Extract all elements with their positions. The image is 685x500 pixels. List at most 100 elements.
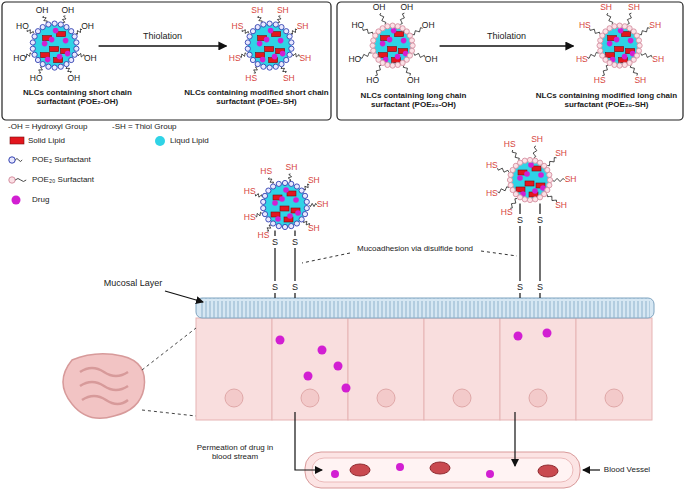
surfactant-head: [261, 206, 266, 211]
surfactant-head: [255, 62, 260, 67]
thiol-label: HS: [501, 208, 513, 218]
drug: [57, 54, 63, 60]
surfactant-head: [267, 21, 272, 26]
surfactant-tail: [498, 187, 509, 193]
surfactant-head: [271, 221, 276, 226]
drug: [293, 197, 299, 203]
surfactant-tail: [553, 178, 565, 181]
surfactant-head: [261, 22, 266, 27]
disulfide-bond: [274, 293, 275, 298]
solid-lipid: [532, 166, 541, 171]
liquid-lipid-core: [600, 26, 640, 66]
particle-caption: NLCs containing modified short chain sur…: [184, 88, 329, 107]
solid-lipid: [379, 53, 388, 58]
surfactant-head: [533, 197, 538, 202]
surfactant-head: [390, 63, 395, 68]
surfactant-head: [410, 43, 415, 48]
surfactant-head: [289, 47, 294, 52]
legend-text: POE₂ Surfactant: [32, 155, 91, 164]
surfactant-head: [262, 193, 267, 198]
drug: [275, 216, 281, 222]
surfactant-head: [59, 64, 64, 69]
surfactant-tail: [255, 212, 262, 217]
surfactant-head: [59, 22, 64, 27]
particle-caption: NLCs containing modified long chain surf…: [534, 91, 679, 110]
surfactant-tail: [240, 53, 247, 58]
drug: [287, 213, 293, 219]
disulfide-bond: [519, 204, 520, 214]
thiol-label: SH: [308, 176, 320, 186]
liquid-lipid-core: [263, 183, 307, 227]
panel-frame: [2, 2, 683, 120]
surfactant-tail: [243, 30, 249, 34]
drug: [628, 38, 634, 44]
solid-lipid: [287, 191, 296, 196]
surfactant-tail: [363, 29, 373, 35]
thiol-label: HS: [576, 55, 588, 65]
surfactant-head: [294, 184, 299, 189]
surfactant-tail: [255, 194, 262, 198]
surfactant-head: [279, 62, 284, 67]
solid-lipid: [50, 47, 59, 52]
thiol-label: SH: [299, 54, 311, 64]
surfactant-head: [294, 221, 299, 226]
surfactant-head: [612, 24, 617, 29]
solid-lipid: [272, 32, 281, 37]
solid-lipid: [622, 32, 631, 37]
legend-swatch: [12, 196, 21, 205]
drug: [622, 54, 628, 60]
disulfide-bond: [539, 293, 540, 298]
drug: [528, 162, 534, 168]
surfactant-tail: [628, 14, 632, 25]
surfactant-head: [617, 23, 622, 28]
particle-drawing: [11, 2, 98, 89]
surfactant-tail: [603, 66, 609, 76]
solid-lipid: [615, 47, 624, 52]
drug: [268, 28, 274, 34]
thiol-label: SH: [634, 76, 646, 86]
surfactant-head: [274, 22, 279, 27]
surfactant-tail: [66, 67, 71, 73]
surfactant-tail: [278, 16, 282, 23]
drug-dots: [276, 329, 552, 393]
surfactant-head: [72, 53, 77, 58]
surfactant-head: [266, 188, 271, 193]
surfactant-head: [637, 38, 642, 43]
particle-drawing: [346, 0, 439, 93]
surfactant-head: [247, 34, 252, 39]
surfactant-head: [40, 25, 45, 30]
legend-swatch: [9, 157, 15, 163]
thiol-label: SH: [283, 74, 295, 84]
surfactant-tail: [291, 29, 297, 34]
surfactant-head: [623, 63, 628, 68]
edge-label: Thiolation: [487, 31, 526, 41]
thiol-label: SH: [600, 3, 612, 13]
surfactant-tail: [63, 16, 67, 23]
surfactant-tail: [547, 195, 556, 203]
disulfide-bond: [294, 293, 295, 298]
hydroxyl-label: OH: [67, 74, 80, 84]
drug: [278, 38, 284, 44]
surfactant-head: [371, 49, 376, 54]
surfactant-head: [637, 43, 642, 48]
solid-lipid: [516, 187, 525, 192]
surfactant-head: [396, 63, 401, 68]
surfactant-head: [32, 34, 37, 39]
hydroxyl-label: OH: [373, 3, 386, 13]
drug: [607, 41, 613, 47]
surfactant-head: [287, 34, 292, 39]
drug: [45, 57, 51, 63]
surfactant-head: [289, 181, 294, 186]
surfactant-tail: [360, 53, 371, 59]
surfactant-head: [547, 172, 552, 177]
surfactant-head: [597, 43, 602, 48]
surfactant-head: [522, 158, 527, 163]
drug: [295, 210, 301, 216]
disulfide-bond: [294, 231, 295, 236]
liquid-lipid-core: [33, 24, 77, 68]
drug: [257, 41, 263, 47]
surfactant-head: [279, 25, 284, 30]
drug: [283, 187, 289, 193]
